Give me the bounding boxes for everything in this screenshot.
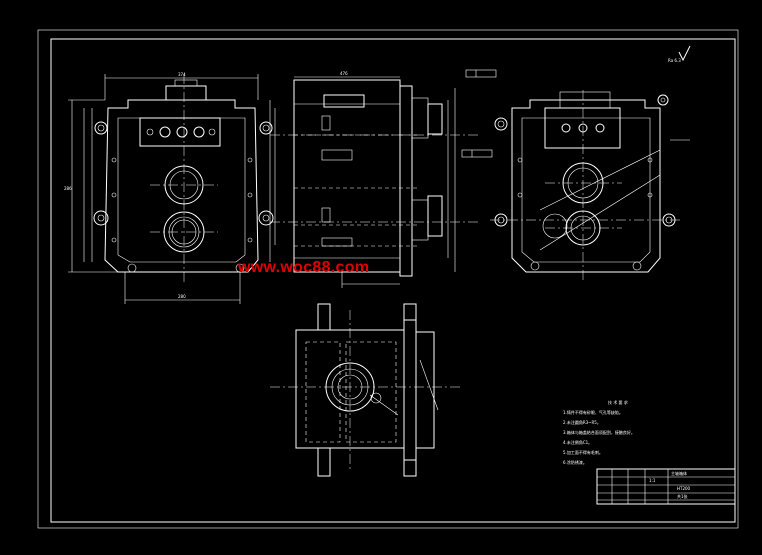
svg-text:280: 280 — [178, 294, 186, 299]
svg-text:HT200: HT200 — [677, 486, 691, 491]
svg-text:技 术 要 求: 技 术 要 求 — [608, 399, 628, 405]
roughness-symbol: Ra 6.3 — [668, 45, 691, 63]
svg-text:Ra 6.3: Ra 6.3 — [668, 58, 681, 63]
outer-border — [37, 29, 739, 529]
technical-notes: 技 术 要 求 1.铸件不得有砂眼、气孔等缺陷。 2.未注圆角R3~R5。 3.… — [563, 399, 635, 465]
svg-text:主轴箱体: 主轴箱体 — [671, 470, 687, 476]
svg-text:2.未注圆角R3~R5。: 2.未注圆角R3~R5。 — [563, 419, 601, 425]
rear-view — [490, 90, 690, 280]
top-view — [270, 303, 460, 477]
svg-text:1:1: 1:1 — [649, 478, 656, 483]
section-view: 476 — [270, 69, 497, 288]
svg-text:共1张: 共1张 — [677, 493, 688, 499]
svg-text:4.未注倒角C1。: 4.未注倒角C1。 — [563, 439, 592, 445]
svg-text:286: 286 — [64, 186, 72, 191]
inner-border — [50, 38, 736, 523]
svg-text:1.铸件不得有砂眼、气孔等缺陷。: 1.铸件不得有砂眼、气孔等缺陷。 — [563, 409, 623, 415]
svg-text:3.箱体与箱盖结合面须配刮，接触良好。: 3.箱体与箱盖结合面须配刮，接触良好。 — [563, 429, 635, 435]
svg-text:5.加工面不得有毛刺。: 5.加工面不得有毛刺。 — [563, 449, 603, 455]
svg-text:6.涂防锈漆。: 6.涂防锈漆。 — [563, 459, 587, 465]
title-block: 1:1 主轴箱体 HT200 共1张 — [596, 468, 736, 505]
watermark-text: www.woc88.com — [238, 259, 370, 276]
front-view: 374 286 280 — [64, 72, 276, 304]
svg-text:374: 374 — [178, 72, 186, 77]
svg-text:476: 476 — [340, 71, 348, 76]
